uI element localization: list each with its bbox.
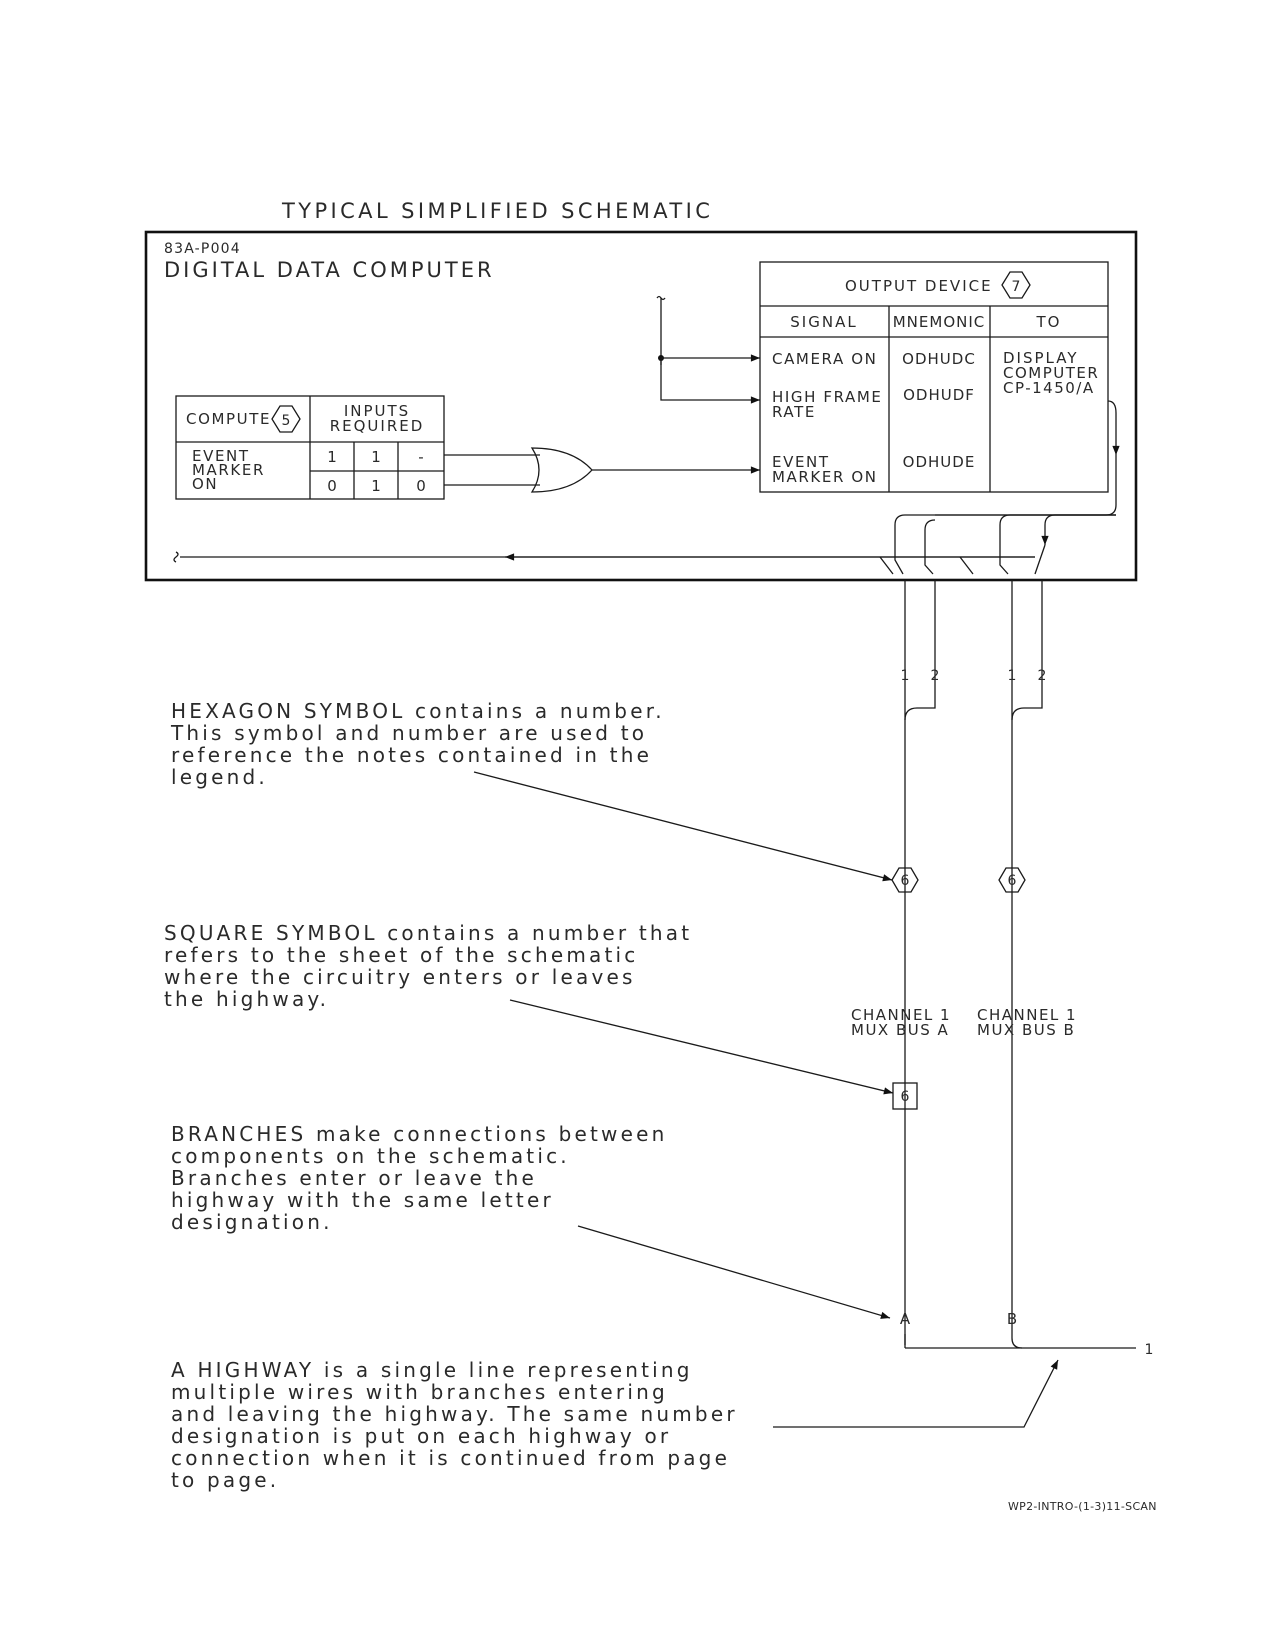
highway-number: 1 <box>1145 1342 1154 1358</box>
channel-a-line2: MUX BUS A <box>851 1021 949 1039</box>
hexagon-note-7-icon <box>1001 271 1031 299</box>
output-device-title: OUTPUT DEVICE <box>845 277 993 295</box>
note-highway: A HIGHWAY is a single line representing … <box>171 1358 738 1492</box>
hexagon-6-bus-b-icon <box>998 867 1026 893</box>
header-mnemonic: MNEMONIC <box>893 313 986 331</box>
footer-code: WP2-INTRO-(1-3)11-SCAN <box>1008 1500 1157 1513</box>
compute-event-line1: EVENT <box>192 447 250 465</box>
note-branches: BRANCHES make connections between compon… <box>171 1122 667 1234</box>
wire-label-a2: 2 <box>931 668 940 684</box>
channel-b-line1: CHANNEL 1 <box>977 1006 1077 1024</box>
note-square-line2: refers to the sheet of the schematic <box>164 943 639 967</box>
compute-r2c3: 0 <box>416 477 426 495</box>
mnemonic-odhudf: ODHUDF <box>903 386 975 404</box>
channel-a-line1: CHANNEL 1 <box>851 1006 951 1024</box>
header-to: TO <box>1036 313 1062 331</box>
inputs-required-line2: REQUIRED <box>330 417 425 435</box>
note-square-line3: where the circuitry enters or leaves <box>164 965 636 989</box>
signal-camera-on: CAMERA ON <box>772 350 877 368</box>
compute-r1c1: 1 <box>327 448 337 466</box>
wire-label-b2: 2 <box>1038 668 1047 684</box>
note-branches-line5: designation. <box>171 1210 333 1234</box>
note-highway-line6: to page. <box>171 1468 279 1492</box>
note-highway-line1: A HIGHWAY is a single line representing <box>171 1358 693 1382</box>
mnemonic-odhudc: ODHUDC <box>902 350 976 368</box>
channel-b-line2: MUX BUS B <box>977 1021 1075 1039</box>
computer-name: DIGITAL DATA COMPUTER <box>164 258 495 282</box>
signal-event-line2: MARKER ON <box>772 468 878 486</box>
note-branches-line4: highway with the same letter <box>171 1188 554 1212</box>
hexagon-note-7-number: 7 <box>1012 279 1021 295</box>
note-hexagon-line2: This symbol and number are used to <box>170 721 647 745</box>
branch-label-b: B <box>1007 1310 1017 1328</box>
hexagon-6-bus-b-number: 6 <box>1008 873 1017 889</box>
or-gate-icon <box>530 447 593 493</box>
compute-label: COMPUTE <box>186 410 271 428</box>
mnemonic-odhude: ODHUDE <box>903 453 976 471</box>
hexagon-6-bus-a-icon <box>891 867 919 893</box>
note-hexagon-line3: reference the notes contained in the <box>171 743 652 767</box>
note-hexagon-line4: legend. <box>171 765 268 789</box>
output-device-table: OUTPUT DEVICE 7 SIGNAL MNEMONIC TO CAMER… <box>759 261 1109 493</box>
note-highway-line3: and leaving the highway. The same number <box>171 1402 738 1426</box>
compute-event-line2: MARKER <box>192 461 265 479</box>
to-cp1450: CP-1450/A <box>1003 379 1095 397</box>
computer-ref: 83A-P004 <box>164 241 241 257</box>
signal-high-frame-line2: RATE <box>772 403 816 421</box>
compute-event-line3: ON <box>192 475 218 493</box>
diagram-title: TYPICAL SIMPLIFIED SCHEMATIC <box>281 199 713 223</box>
branch-label-a: A <box>900 1310 911 1328</box>
to-computer: COMPUTER <box>1003 364 1099 382</box>
compute-table: COMPUTE 5 INPUTS REQUIRED EVENT MARKER O… <box>175 395 445 500</box>
hexagon-6-bus-a-number: 6 <box>901 873 910 889</box>
note-branches-line2: components on the schematic. <box>171 1144 570 1168</box>
note-square: SQUARE SYMBOL contains a number that ref… <box>164 921 692 1011</box>
hexagon-note-5-icon <box>271 405 301 433</box>
note-branches-line1: BRANCHES make connections between <box>171 1122 667 1146</box>
square-symbol-6-number: 6 <box>901 1089 910 1105</box>
header-signal: SIGNAL <box>790 313 857 331</box>
signal-high-frame-line1: HIGH FRAME <box>772 388 883 406</box>
inputs-required-line1: INPUTS <box>344 402 410 420</box>
signal-event-line1: EVENT <box>772 453 830 471</box>
hexagon-note-5-number: 5 <box>282 413 291 429</box>
wire-label-a1: 1 <box>901 668 910 684</box>
square-symbol-6-icon <box>892 1082 918 1110</box>
note-highway-line4: designation is put on each highway or <box>171 1424 671 1448</box>
wire-label-b1: 1 <box>1008 668 1017 684</box>
compute-r1c3: - <box>418 448 423 466</box>
compute-r2c2: 1 <box>371 477 381 495</box>
note-highway-line2: multiple wires with branches entering <box>171 1380 668 1404</box>
note-square-line4: the highway. <box>164 987 329 1011</box>
to-display: DISPLAY <box>1003 349 1079 367</box>
note-hexagon-line1: HEXAGON SYMBOL contains a number. <box>171 699 665 723</box>
compute-r1c2: 1 <box>371 448 381 466</box>
compute-r2c1: 0 <box>327 477 337 495</box>
note-square-line1: SQUARE SYMBOL contains a number that <box>164 921 692 945</box>
note-branches-line3: Branches enter or leave the <box>171 1166 537 1190</box>
note-highway-line5: connection when it is continued from pag… <box>171 1446 730 1470</box>
computer-box <box>144 230 1138 582</box>
note-hexagon: HEXAGON SYMBOL contains a number. This s… <box>170 699 665 789</box>
